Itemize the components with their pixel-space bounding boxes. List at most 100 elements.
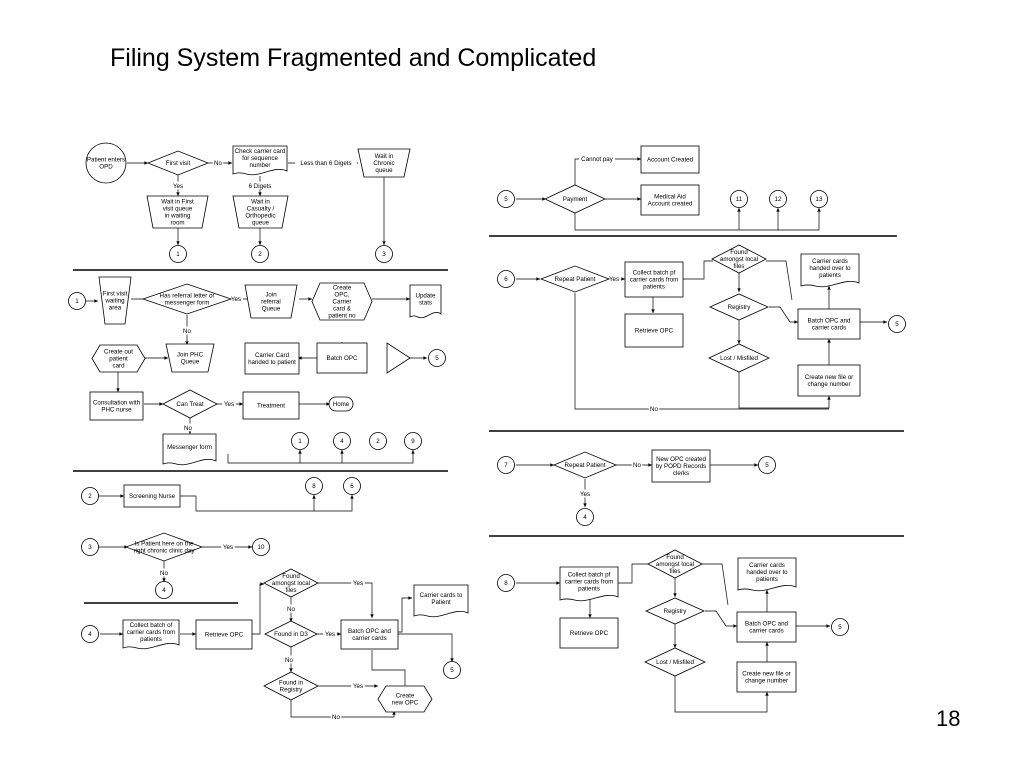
retrieve-opc-s4-text: Retrieve OPC: [205, 632, 244, 639]
no-b-label: No: [181, 326, 193, 335]
c6-s2-connector: 6: [343, 477, 361, 495]
c9-s1-connector: 9: [404, 432, 422, 450]
no-d-label: No: [158, 568, 170, 577]
c4-s1-connector: 4: [333, 432, 351, 450]
yes-b-text: Yes: [231, 296, 241, 303]
c5-s7-connector: 5: [758, 456, 776, 474]
lost-misfiled-s8-text: Lost / Misfiled: [656, 659, 694, 666]
account-created-text: Account Created: [647, 157, 694, 164]
connector-line: [604, 197, 641, 201]
connector-line: [516, 463, 554, 467]
connector-line: [312, 495, 316, 511]
s6-start-text: 6: [504, 276, 508, 283]
connector-line: [516, 277, 540, 281]
no-i-text: No: [633, 462, 641, 469]
no-c-text: No: [184, 425, 192, 432]
first-visit-text: First visit: [166, 160, 191, 167]
c3-top-text: 3: [382, 251, 386, 258]
connector-line: [298, 356, 317, 360]
s2-start-connector: 2: [81, 487, 99, 505]
connector-line: [618, 563, 648, 584]
home-text: Home: [333, 401, 350, 408]
slide-title: Filing System Fragmented and Complicated: [110, 44, 597, 72]
retrieve-opc-s4-box: Retrieve OPC: [195, 619, 253, 650]
c5-s4-connector: 5: [443, 661, 461, 679]
c5-s7-text: 5: [765, 462, 769, 469]
connector-line: [705, 610, 737, 628]
connector-line: [766, 260, 793, 301]
no-a-text: No: [214, 160, 222, 167]
c4-s7-text: 4: [583, 514, 587, 521]
connector-line: [574, 293, 829, 410]
retrieve-opc-s8-text: Retrieve OPC: [570, 630, 609, 637]
connector-line: [180, 632, 196, 636]
connector-line: [298, 450, 302, 463]
treatment-box: Treatment: [242, 391, 300, 420]
connector-line: [769, 306, 798, 324]
c8-s2-text: 8: [312, 483, 316, 490]
s5-start-text: 5: [504, 196, 508, 203]
connector-line: [398, 633, 454, 662]
no-e-label: No: [285, 604, 297, 613]
no-g-label: No: [330, 712, 342, 721]
c2-top-connector: 2: [251, 245, 269, 263]
no-e-text: No: [287, 606, 295, 613]
cannot-pay-label: Cannot pay: [579, 154, 615, 163]
yes-g-text: Yes: [353, 683, 363, 690]
connector-line: [99, 494, 124, 498]
connector-line: [372, 297, 410, 301]
yes-e-text: Yes: [353, 580, 363, 587]
yes-i-label: Yes: [578, 489, 592, 498]
c1-top-text: 1: [176, 251, 180, 258]
c8-s2-connector: 8: [305, 477, 323, 495]
no-f-text: No: [285, 657, 293, 664]
lost-misfiled-s8-decision: Lost / Misfiled: [644, 647, 706, 677]
yes-b-label: Yes: [229, 294, 243, 303]
connector-line: [796, 624, 830, 628]
retrieve-opc-s8-box: Retrieve OPC: [559, 617, 619, 649]
connector-line: [588, 598, 592, 618]
c1-top-connector: 1: [169, 245, 187, 263]
connector-line: [860, 320, 887, 324]
connector-line: [702, 563, 729, 606]
repeat-patient-s7-decision: Repeat Patient: [552, 451, 618, 479]
connector-line: [738, 372, 831, 409]
registry-s6-decision: Registry: [709, 293, 769, 321]
connector-line: [827, 339, 831, 365]
connector-line: [258, 228, 262, 245]
batch-opc-s1-text: Batch OPC: [327, 355, 358, 362]
connector-line: [776, 208, 780, 230]
connector-line: [318, 684, 378, 688]
first-visit-decision: First visit: [146, 150, 210, 176]
c12-text: 12: [775, 196, 782, 203]
home-terminator: Home: [328, 396, 354, 412]
c11-text: 11: [736, 196, 743, 203]
s1-start-connector: 1: [68, 292, 86, 310]
connector-line: [290, 700, 396, 718]
